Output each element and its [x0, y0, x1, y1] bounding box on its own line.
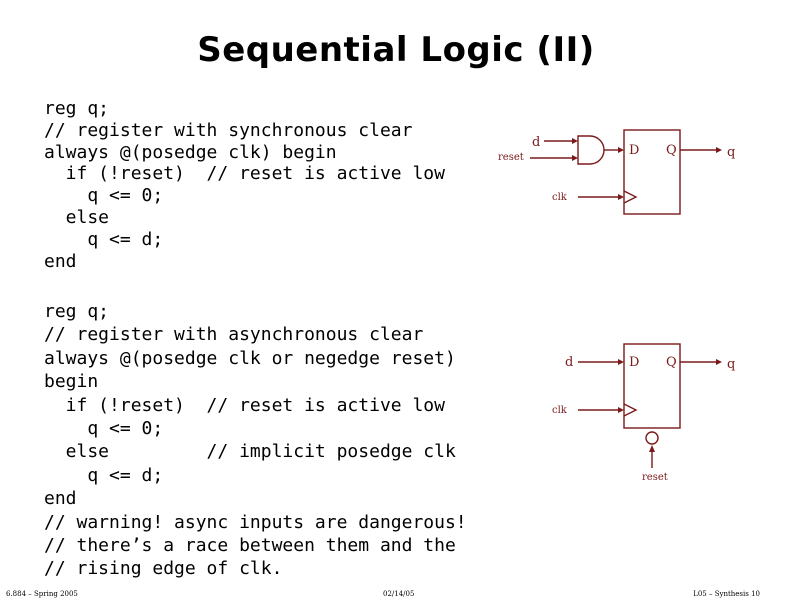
async-d-arrow [618, 359, 624, 365]
async-flipflop-diagram: d D Q clk q reset [552, 343, 735, 483]
sync-D-pin: D [629, 143, 639, 158]
footer-slide-number: L05 – Synthesis 10 [693, 590, 760, 598]
code-sync-clear: reg q; // register with synchronous clea… [44, 98, 445, 272]
async-reset-arrow [649, 445, 655, 452]
async-clock-triangle [623, 403, 638, 417]
sync-dff-box [623, 129, 681, 215]
sync-clk-label: clk [552, 192, 568, 203]
async-reset-label: reset [642, 472, 668, 483]
sync-q-arrow [716, 147, 722, 153]
async-d-label: d [565, 355, 573, 370]
footer-course: 6.884 – Spring 2005 [6, 590, 78, 598]
async-D-pin: D [629, 355, 639, 370]
sync-d-label: d [532, 135, 540, 150]
and-gate [577, 135, 605, 165]
async-q-arrow [716, 359, 722, 365]
code-async-clear: reg q; // register with asynchronous cle… [44, 301, 467, 580]
async-clk-label: clk [552, 405, 568, 416]
and-output-arrow [618, 147, 624, 153]
sync-reset-arrow [572, 155, 578, 161]
sync-d-arrow [572, 138, 578, 144]
sync-reset-label: reset [498, 152, 524, 163]
sync-Q-pin: Q [666, 143, 677, 158]
async-Q-pin: Q [666, 355, 677, 370]
async-clk-arrow [618, 407, 624, 413]
async-reset-bubble [645, 431, 659, 445]
sync-q-label: q [727, 145, 735, 160]
slide-title: Sequential Logic (II) [197, 30, 595, 70]
async-dff-box [623, 343, 681, 429]
sync-clock-triangle [623, 190, 638, 204]
sync-clk-arrow [618, 194, 624, 200]
sync-flipflop-diagram: d reset D Q clk q [498, 129, 735, 215]
footer-date: 02/14/05 [383, 590, 415, 598]
async-q-label: q [727, 357, 735, 372]
